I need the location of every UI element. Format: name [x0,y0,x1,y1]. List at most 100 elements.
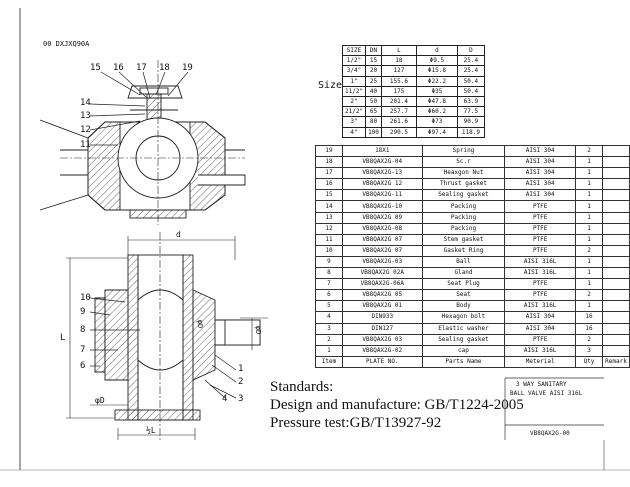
dim-d: d [176,230,181,239]
header-code: 00 DXJXQ90A [43,40,90,48]
bom-cell: 16 [315,178,343,191]
callout-3: 3 [238,394,244,404]
bom-cell: AISI 316L [504,267,577,280]
cell: 100 [365,126,382,138]
bom-cell: AISI 316L [504,255,577,269]
bom-cell: VB8QAX2G-02 [341,344,423,357]
bom-cell [601,200,630,213]
cell: 2" [341,95,367,108]
bom-cell: Gasket Ring [421,244,506,257]
bom-cell: 3 [315,322,343,335]
bom-cell [601,189,630,202]
cell: 257.7 [380,106,417,118]
cell: 80 [365,116,382,128]
bom-cell: Sealing gasket [421,333,506,346]
size-col-d: d [415,44,458,57]
bom-cell: 5 [315,300,343,313]
bom-cell: VB8QAX2G-11 [341,189,423,202]
bom-cell [601,156,630,169]
size-label: Size [318,80,343,91]
cell: 11/2" [341,85,367,97]
bom-cell: VB8QAX2G 07 [341,244,423,257]
bom-cell: 17 [315,167,343,180]
bom-cell [601,322,630,335]
callout-12: 12 [80,125,91,135]
bom-cell: Ball [421,255,506,269]
bom-cell: Heaxgon Nut [421,167,506,180]
callout-14: 14 [80,98,91,108]
cell: Φ73 [415,116,458,128]
bom-cell: 11 [315,233,343,246]
bom-cell: cap [421,344,506,357]
bom-cell: 1 [575,156,603,169]
bom-cell [601,233,630,246]
cell: 175 [380,85,417,97]
top-section-view [39,60,246,225]
title-line1: 3 WAY SANITARY [516,381,567,388]
bom-cell: AISI 304 [504,178,577,191]
bom-cell: 2 [315,333,343,346]
bom-cell: AISI 304 [504,156,577,169]
bom-cell: 3 [575,344,603,357]
bom-cell: Packing [421,222,506,235]
bom-cell: VB8QAX2G 07 [341,233,423,246]
bom-cell: 1 [575,211,603,224]
cell: Φ9.5 [415,55,458,67]
bom-cell: 1 [575,233,603,246]
size-col-D: D [456,44,485,57]
cell: 118.9 [456,126,485,138]
bom-cell: Sealing gasket [421,189,506,202]
bom-cell: 1 [575,222,603,235]
cell: 50.4 [456,75,485,87]
bom-cell: DIN127 [341,322,423,335]
bom-cell [601,211,630,224]
cell: 290.5 [380,126,417,138]
bom-cell: 13 [315,211,343,224]
bom-cell [601,222,630,235]
bom-cell: 16 [575,322,603,335]
bom-cell: 1 [575,300,603,313]
bom-cell: 2 [575,244,603,257]
bom-cell: VB8QAX2G 01 [341,300,423,313]
cell: 18 [380,55,417,67]
callout-4: 4 [222,394,228,404]
callout-15: 15 [90,63,101,73]
bom-cell: PTFE [504,278,577,291]
cell: 127 [380,65,417,77]
cell: 50.4 [456,85,485,97]
cell: 1" [341,75,367,87]
bom-cell: Spring [421,144,506,158]
bom-cell [601,255,630,269]
size-col-l: L [380,44,417,57]
dim-half-L: ½L [146,426,156,435]
cell: 261.6 [380,116,417,128]
cell: 155.6 [380,75,417,87]
bom-cell [601,344,630,357]
bom-cell: AISI 316L [504,300,577,313]
cell: Φ60.2 [415,106,458,118]
callout-19: 19 [182,63,193,73]
bom-cell: VB8QAX2G-06A [341,278,423,291]
bom-cell: Gland [421,267,506,280]
callout-10: 10 [80,293,91,303]
cell: 3" [341,116,367,128]
cell: 1/2" [341,55,367,67]
cell: 3/4" [341,65,367,77]
bom-cell [601,300,630,313]
bom-cell: VB8QAX2G-04 [341,156,423,169]
